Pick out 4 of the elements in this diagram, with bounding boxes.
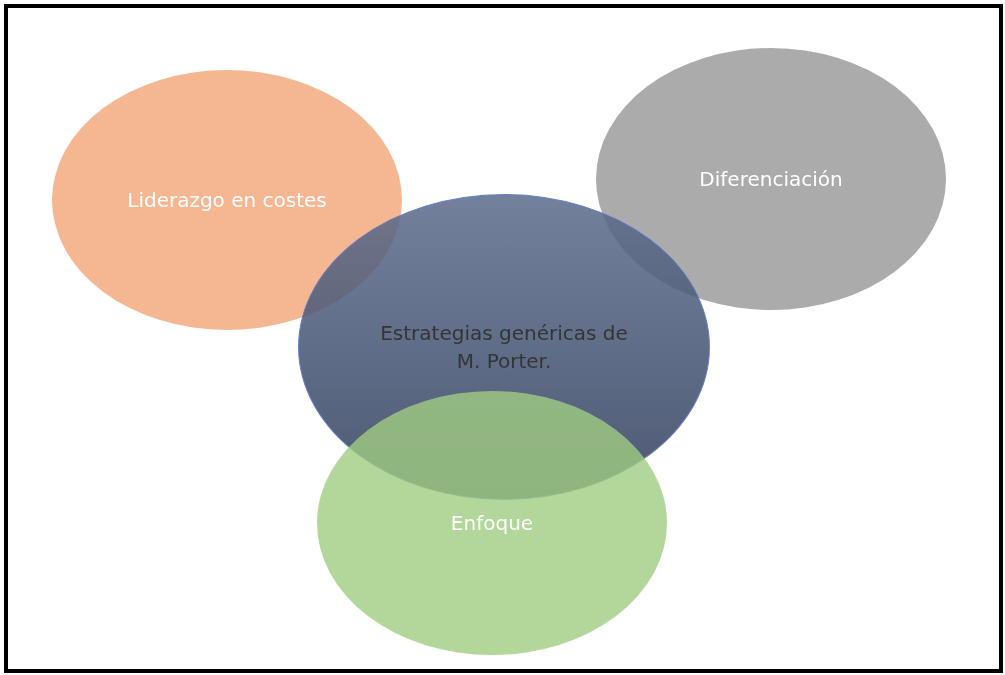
node-label: Liderazgo en costes <box>126 187 328 214</box>
node-label: Estrategias genéricas de M. Porter. <box>379 320 629 375</box>
node-label: Enfoque <box>449 510 535 537</box>
node-label: Diferenciación <box>698 166 844 193</box>
